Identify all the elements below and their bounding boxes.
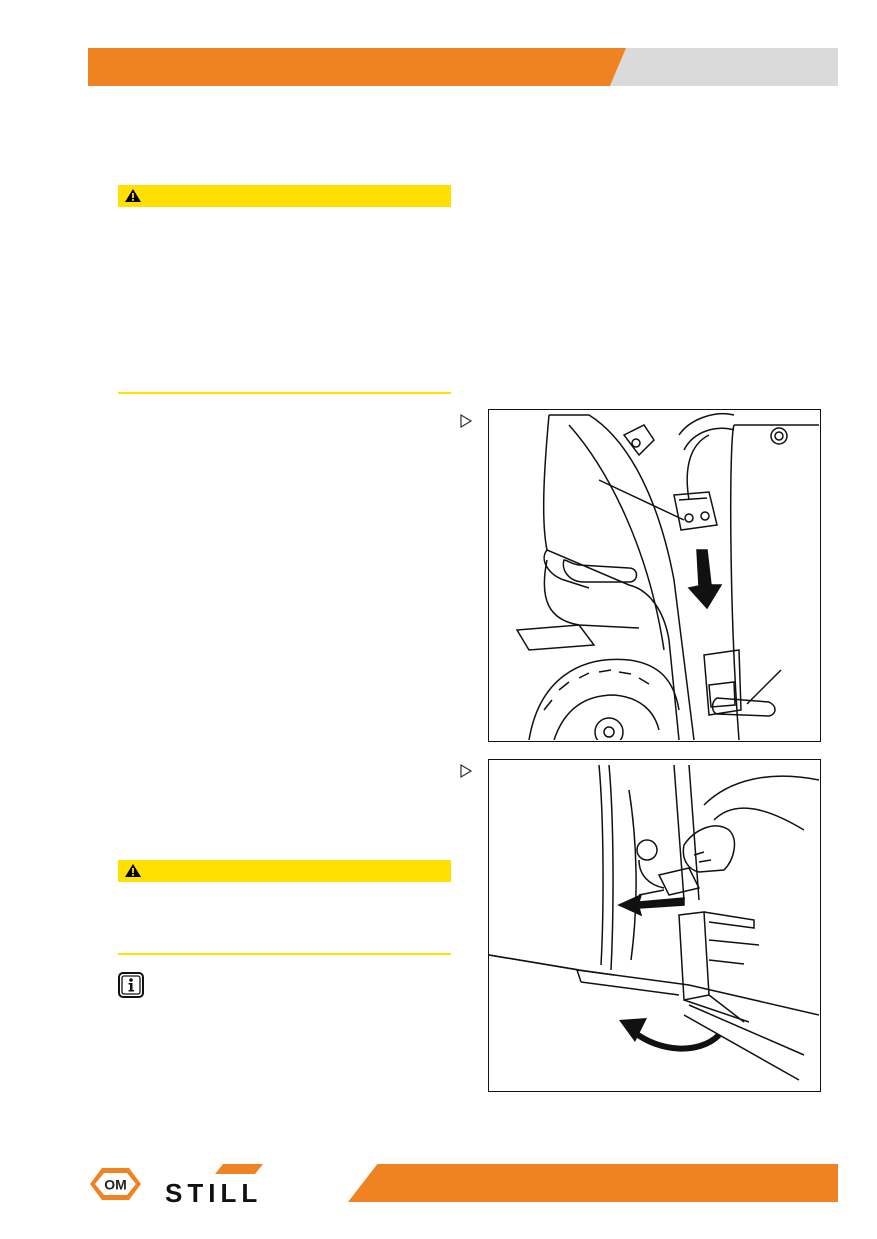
warning-banner bbox=[118, 185, 451, 207]
footer-accent-bar bbox=[348, 1164, 838, 1202]
still-logo-text: STILL bbox=[165, 1178, 262, 1204]
figure-connector-unplug bbox=[488, 409, 821, 742]
om-logo-text: OM bbox=[104, 1177, 127, 1193]
om-logo: OM bbox=[88, 1166, 143, 1202]
warning-end-rule bbox=[118, 953, 451, 955]
warning-triangle-icon bbox=[125, 189, 141, 202]
play-triangle-icon bbox=[460, 764, 472, 778]
figure-lever-release bbox=[488, 759, 821, 1092]
warning-end-rule bbox=[118, 392, 451, 394]
warning-banner bbox=[118, 860, 451, 882]
header-accent-bar bbox=[88, 48, 626, 86]
play-triangle-icon bbox=[460, 414, 472, 428]
info-icon bbox=[118, 972, 144, 998]
warning-triangle-icon bbox=[125, 864, 141, 877]
still-logo: STILL bbox=[163, 1164, 303, 1208]
